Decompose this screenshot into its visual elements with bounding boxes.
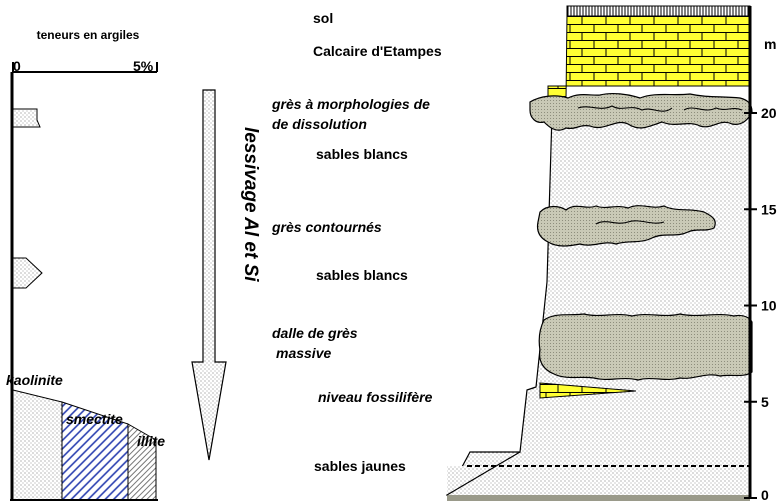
clay-peak-lower	[12, 257, 43, 289]
label-gres-contournes: grès contournés	[271, 219, 382, 235]
white-sands-body	[445, 113, 751, 496]
label-calcaire: Calcaire d'Etampes	[313, 43, 442, 59]
depth-tick-label: 0	[761, 487, 769, 502]
contorted-sandstone	[536, 205, 716, 247]
down-arrow-icon	[191, 89, 227, 461]
clay-scale-max: 5%	[133, 58, 154, 74]
kaolinite-label: kaolinite	[6, 372, 63, 388]
depth-tick-label: 20	[761, 105, 777, 121]
smectite-label: smectite	[66, 411, 123, 427]
soil-layer	[566, 5, 751, 17]
contorted-swirl	[595, 220, 665, 225]
label-dalle-1: dalle de grès	[272, 325, 358, 341]
depth-tick-label: 15	[761, 201, 777, 217]
dissolution-hole-1	[577, 105, 673, 112]
depth-scale: m 0 5 10 15 20	[744, 6, 777, 502]
kaolinite-area	[12, 389, 63, 501]
fossil-lens	[539, 382, 637, 399]
dissolution-sandstone	[529, 92, 753, 131]
depth-tick-label: 5	[761, 394, 769, 410]
depth-unit-label: m	[764, 36, 776, 52]
stratigraphic-column	[445, 5, 753, 501]
label-fossil: niveau fossilifère	[318, 389, 433, 405]
clay-panel-title: teneurs en argiles	[37, 28, 140, 42]
clay-scale-min: 0	[13, 58, 21, 74]
leaching-arrow: lessivage Al et Si	[191, 89, 261, 461]
sand-slope-line	[446, 451, 521, 496]
label-sables-blancs-1: sables blancs	[316, 146, 408, 162]
massive-sandstone-slab	[538, 313, 753, 381]
yellow-sands	[447, 466, 750, 495]
leaching-label: lessivage Al et Si	[240, 127, 261, 282]
base-layer	[447, 495, 750, 501]
depth-tick-label: 10	[761, 298, 777, 314]
layer-labels: sol Calcaire d'Etampes grès à morphologi…	[271, 10, 442, 474]
label-sables-blancs-2: sables blancs	[316, 267, 408, 283]
illite-label: illite	[137, 433, 165, 449]
label-sables-jaunes: sables jaunes	[314, 458, 406, 474]
label-sol: sol	[313, 10, 333, 26]
clay-content-panel: teneurs en argiles 0 5% kaolinite smecti…	[6, 28, 165, 501]
label-gres-dissolution-2: de dissolution	[272, 116, 367, 132]
label-gres-dissolution-1: grès à morphologies de	[271, 96, 430, 112]
clay-peak-upper	[12, 108, 41, 128]
label-dalle-2: massive	[276, 345, 331, 361]
dissolution-hole-2	[683, 107, 743, 111]
